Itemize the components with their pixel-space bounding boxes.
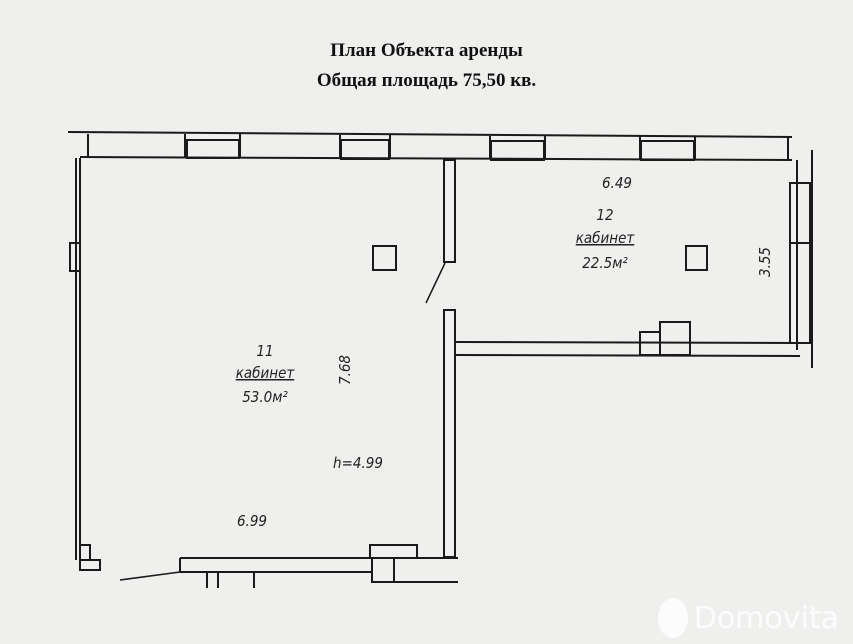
room-12-length: 6.49 xyxy=(602,174,632,192)
room-11-name: кабинет xyxy=(236,364,296,382)
room-11-area: 53.0м² xyxy=(242,388,288,406)
room-11-width: 6.99 xyxy=(237,512,267,530)
room-12-number: 12 xyxy=(596,206,613,224)
watermark: Domovita xyxy=(657,598,839,638)
column-room-12 xyxy=(685,245,708,271)
room-11-height: h=4.99 xyxy=(333,454,383,472)
watermark-text: Domovita xyxy=(693,600,839,636)
left-wall-pier xyxy=(69,242,81,272)
room-11-length: 7.68 xyxy=(336,355,354,385)
window-2 xyxy=(340,139,390,160)
window-3 xyxy=(490,140,545,161)
plan-title: План Объекта аренды xyxy=(330,40,523,61)
total-area: Общая площадь 75,50 кв. xyxy=(316,70,537,91)
walls xyxy=(67,131,813,588)
top-wall-outer xyxy=(67,131,793,138)
column-room-11 xyxy=(372,245,397,271)
right-window-2 xyxy=(789,242,811,344)
entrance-door-leaf xyxy=(119,571,181,581)
partition-lower xyxy=(443,309,456,558)
watermark-logo-icon xyxy=(657,598,688,638)
window-1 xyxy=(186,139,240,159)
room-12-name: кабинет xyxy=(576,229,636,247)
room-11-number: 11 xyxy=(256,342,273,360)
door-leaf xyxy=(425,262,446,304)
partition-upper xyxy=(443,159,456,263)
right-window-1 xyxy=(789,182,811,244)
room-12-area: 22.5м² xyxy=(582,254,628,272)
room-12-width: 3.55 xyxy=(756,247,774,277)
window-4 xyxy=(640,140,695,161)
